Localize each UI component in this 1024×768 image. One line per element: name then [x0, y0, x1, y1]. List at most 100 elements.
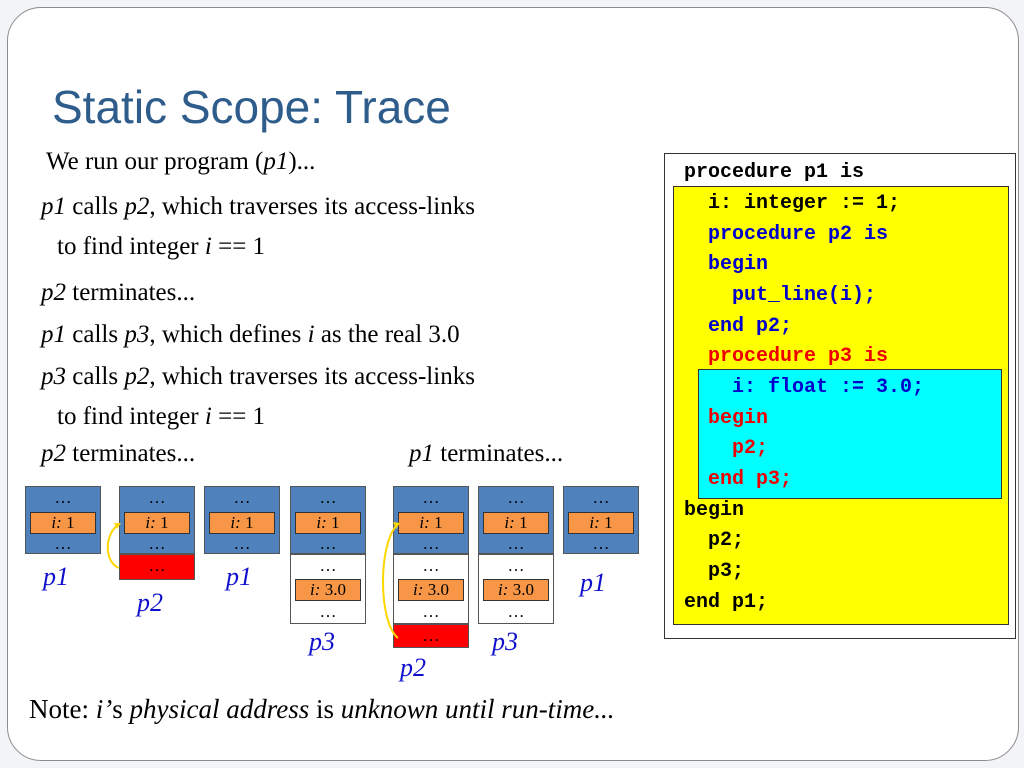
text-italic: p3 [124, 321, 150, 348]
code-line-12: begin [684, 499, 745, 522]
text-italic: i [204, 403, 212, 430]
frame-dots: … [507, 556, 525, 575]
frame-dots: … [233, 488, 251, 507]
text-italic: physical address [129, 694, 310, 724]
variable-i-float: i: 3.0 [295, 579, 361, 601]
note: Note: i’s physical address is unknown un… [29, 694, 615, 725]
variable-i-float: i: 3.0 [483, 579, 549, 601]
var-value: 1 [514, 513, 528, 532]
frame-dots: … [507, 534, 525, 553]
text-italic: p2 [124, 363, 150, 390]
var-name: i: [51, 513, 62, 532]
label-p1: p1 [226, 562, 252, 591]
frame-dots: … [319, 534, 337, 553]
text-italic: p2 [124, 193, 150, 220]
text-line-1: We run our program (p1)... [46, 148, 315, 176]
frame-p1: … i: 1 … [393, 486, 469, 554]
frame-dots: … [507, 602, 525, 621]
frame-dots: … [319, 556, 337, 575]
text-italic: p1 [409, 440, 434, 467]
text-italic: p1 [41, 321, 66, 348]
code-line-8: i: float := 3.0; [684, 376, 925, 399]
frame-p2: … [393, 624, 469, 648]
code-line-1: procedure p1 is [684, 161, 865, 184]
var-name: i: [504, 513, 515, 532]
frame-dots: … [319, 488, 337, 507]
variable-i-int: i: 1 [568, 512, 634, 534]
var-value: 1 [240, 513, 254, 532]
var-name: i: [316, 513, 327, 532]
text-italic: p2 [41, 279, 66, 306]
frame-p1: … i: 1 … [563, 486, 639, 554]
code-line-10: p2; [684, 437, 769, 460]
text-italic: unknown until run-time... [340, 694, 615, 724]
text: == 1 [211, 403, 266, 430]
frame-dots: … [507, 488, 525, 507]
text: , which defines [149, 321, 308, 348]
text: , which traverses its access-links [149, 193, 475, 220]
text-line-6: p3 calls p2, which traverses its access-… [41, 363, 475, 391]
var-value: 1 [61, 513, 75, 532]
code-line-7: procedure p3 is [684, 345, 889, 368]
text: == 1 [211, 233, 266, 260]
code-line-15: end p1; [684, 591, 769, 614]
frame-dots: … [422, 602, 440, 621]
text: )... [288, 148, 316, 175]
text-line-7: to find integer i == 1 [57, 403, 265, 431]
code-line-2: i: integer := 1; [684, 192, 901, 215]
code-p3-scope-highlight [698, 369, 1002, 499]
frame-dots: … [148, 556, 166, 575]
text: terminates... [66, 279, 196, 306]
text-line-8b: p1 terminates... [409, 440, 563, 468]
variable-i-int: i: 1 [124, 512, 190, 534]
frame-dots: … [148, 488, 166, 507]
frame-p3: … i: 3.0 … [290, 554, 366, 624]
variable-i-int: i: 1 [398, 512, 464, 534]
text: Note: [29, 694, 96, 724]
frame-dots: … [233, 534, 251, 553]
var-name: i: [310, 580, 321, 599]
frame-p3: … i: 3.0 … [393, 554, 469, 624]
variable-i-float: i: 3.0 [398, 579, 464, 601]
var-name: i: [498, 580, 509, 599]
text-italic: p2 [41, 440, 66, 467]
variable-i-int: i: 1 [30, 512, 96, 534]
access-link-arrow [106, 523, 121, 569]
code-line-9: begin [684, 407, 769, 430]
text-italic: p3 [41, 363, 66, 390]
var-value: 3.0 [320, 580, 346, 599]
frame-p1: … i: 1 … [204, 486, 280, 554]
var-value: 1 [326, 513, 340, 532]
text: We run our program ( [46, 148, 264, 175]
frame-p3: … i: 3.0 … [478, 554, 554, 624]
label-p1: p1 [580, 568, 606, 597]
text-line-4: p2 terminates... [41, 279, 195, 307]
text: s [112, 694, 130, 724]
label-p2: p2 [400, 653, 426, 682]
var-name: i: [589, 513, 600, 532]
code-line-4: begin [684, 253, 769, 276]
text-line-2: p1 calls p2, which traverses its access-… [41, 193, 475, 221]
label-p2: p2 [137, 588, 163, 617]
frame-p1: … i: 1 … [478, 486, 554, 554]
text-line-3: to find integer i == 1 [57, 233, 265, 261]
frame-dots: … [54, 534, 72, 553]
text: , which traverses its access-links [149, 363, 475, 390]
code-line-5: put_line(i); [684, 284, 877, 307]
frame-dots: … [422, 626, 440, 645]
code-line-11: end p3; [684, 468, 793, 491]
label-p3: p3 [309, 627, 335, 656]
text-line-8a: p2 terminates... [41, 440, 195, 468]
var-name: i: [413, 580, 424, 599]
text: is [309, 694, 341, 724]
text: terminates... [434, 440, 564, 467]
frame-dots: … [422, 534, 440, 553]
frame-dots: … [319, 602, 337, 621]
code-line-13: p2; [684, 529, 745, 552]
code-line-14: p3; [684, 560, 745, 583]
frame-dots: … [148, 534, 166, 553]
text-italic: p1 [263, 148, 289, 175]
frame-p2: … [119, 554, 195, 580]
frame-p1: … i: 1 … [25, 486, 101, 554]
frame-dots: … [592, 534, 610, 553]
